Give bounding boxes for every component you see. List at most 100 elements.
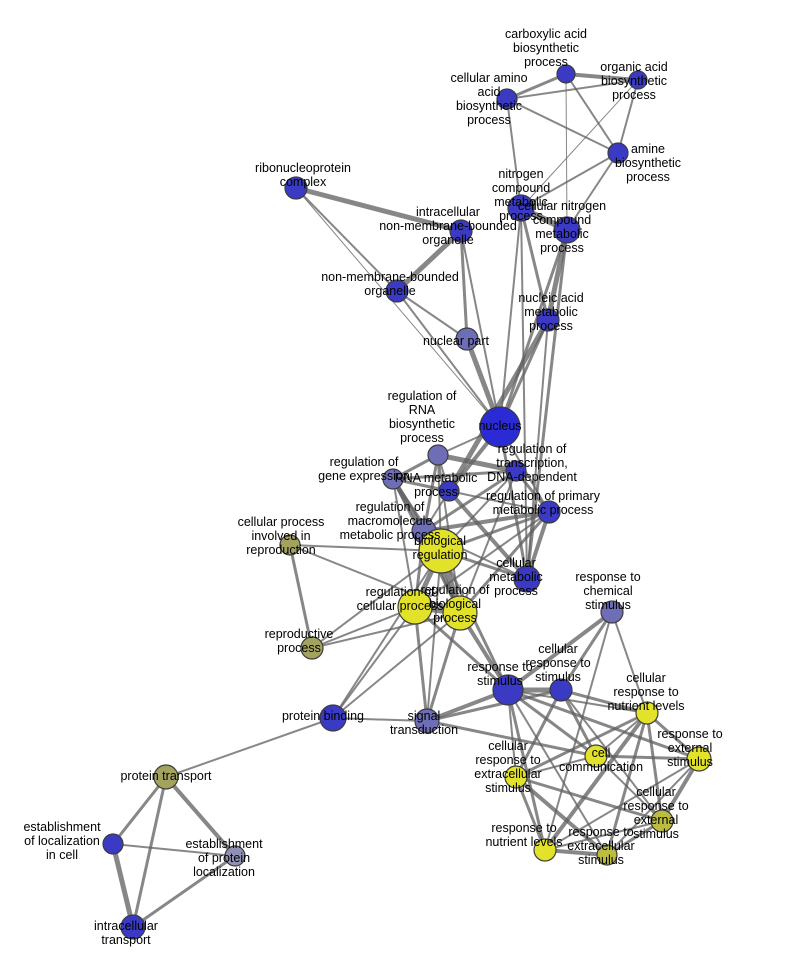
graph-edge-regCell-protBind [332, 606, 416, 719]
graph-node-intraNMB[interactable] [449, 219, 473, 243]
graph-edge-respExt-cellComm [594, 754, 701, 761]
graph-edge-respStim-respChem [506, 610, 614, 692]
graph-edge-respStim-cellRespNutrient [507, 689, 648, 714]
graph-edge-protTrans-intraTrans [131, 775, 168, 929]
graph-edge-carboxylic-amino [505, 72, 568, 101]
graph-edge-regTranscription-regBio [459, 470, 517, 614]
graph-node-respChem[interactable] [600, 600, 624, 624]
graph-edge-amine-cellularN [566, 152, 619, 231]
graph-edge-amine-nitrogen [520, 152, 619, 209]
graph-node-reproProc[interactable] [300, 636, 324, 660]
graph-node-respExt[interactable] [686, 746, 712, 772]
graph-edge-ribo-intraNMB [293, 185, 464, 234]
graph-edge-cellRespNutrient-cellRespExternal [645, 711, 664, 823]
graph-edge-cellRespStim-cellRespExtra [514, 688, 563, 779]
node-layer [102, 64, 712, 940]
graph-edge-bioReg-sigTrans [426, 550, 442, 722]
graph-edge-nitrogen-nucleus [499, 207, 522, 428]
graph-node-cellProcRepro[interactable] [279, 534, 301, 556]
graph-node-regPrimary[interactable] [537, 500, 561, 524]
graph-edge-cellRespExtra-cellRespExternal [514, 775, 664, 823]
graph-node-regGeneExpr[interactable] [382, 468, 404, 490]
graph-node-bioReg[interactable] [418, 528, 464, 574]
graph-edge-cellRespNutrient-cellRespExtra [514, 711, 649, 779]
graph-node-sigTrans[interactable] [414, 708, 440, 734]
graph-edge-cellComm-cellRespExtra [515, 755, 597, 778]
graph-node-cellularN[interactable] [553, 216, 581, 244]
graph-edge-protTrans-estLocCell [111, 775, 168, 846]
graph-node-amine[interactable] [607, 142, 629, 164]
graph-edge-respExt-respExtra [606, 758, 700, 856]
graph-node-regTranscription[interactable] [505, 460, 527, 482]
graph-edge-carboxylic-organic [564, 72, 640, 82]
graph-node-cellRespStim[interactable] [549, 678, 573, 702]
graph-edge-ribo-nucleus [295, 187, 501, 428]
graph-edge-regTranscription-regMacro [422, 469, 518, 533]
graph-node-nucleic[interactable] [536, 308, 560, 332]
graph-edge-regBio-reproProc [311, 612, 461, 649]
graph-node-protTrans[interactable] [153, 764, 179, 790]
graph-edge-organic-nitrogen [520, 79, 639, 209]
graph-edge-respExt-respNutrient [544, 758, 700, 851]
graph-node-respNutrient[interactable] [533, 838, 557, 862]
graph-edge-respStim-respNutrient [506, 688, 547, 852]
graph-edge-intraNMB-nucleus [460, 230, 501, 428]
graph-edge-regTranscription-regGeneExpr [391, 469, 518, 481]
graph-edge-respStim-respExtra [507, 689, 608, 856]
graph-node-carboxylic[interactable] [556, 64, 576, 84]
graph-node-cellComm[interactable] [584, 744, 608, 768]
graph-edge-cellRespExtra-respExtra [514, 775, 609, 857]
graph-edge-cellularN-nucleus [498, 228, 569, 429]
graph-node-cellRespNutrient[interactable] [635, 701, 659, 725]
graph-node-organic[interactable] [628, 70, 648, 90]
graph-node-estProtLoc[interactable] [224, 845, 246, 867]
graph-edge-amino-nitrogen [506, 98, 522, 209]
graph-node-protBind[interactable] [319, 704, 347, 732]
graph-node-estLocCell[interactable] [102, 833, 124, 855]
graph-node-amino[interactable] [496, 88, 518, 110]
graph-node-nuclearPart[interactable] [455, 327, 479, 351]
graph-edge-bioReg-cellProcRepro [289, 544, 442, 552]
graph-edge-intraNMB-NMB [394, 228, 464, 294]
graph-node-respExtra[interactable] [596, 844, 618, 866]
graph-node-regRNAbio[interactable] [427, 444, 449, 466]
graph-edge-bioReg-reproProc [311, 550, 442, 649]
graph-edge-cellProcRepro-reproProc [288, 543, 314, 650]
graph-edge-regRNAbio-regTranscription [435, 452, 519, 474]
graph-edge-nitrogen-nucleic [519, 206, 550, 322]
graph-edge-cellMet-nucleus [498, 425, 529, 581]
graph-edge-cellRespStim-cellComm [559, 688, 598, 758]
graph-node-RNAmet[interactable] [438, 480, 460, 502]
graph-node-intraTrans[interactable] [120, 914, 146, 940]
graph-node-respStim[interactable] [492, 674, 524, 706]
edge-layer [110, 72, 701, 930]
graph-node-nitrogen[interactable] [507, 194, 535, 222]
graph-node-ribo[interactable] [284, 176, 308, 200]
graph-edge-protBind-protTrans [165, 717, 334, 778]
graph-edge-bioReg-protBind [332, 550, 442, 719]
graph-edge-cellRespExtra-respNutrient [514, 775, 547, 852]
graph-edge-carboxylic-cellularN [565, 73, 568, 231]
graph-node-cellRespExternal[interactable] [650, 809, 674, 833]
graph-edge-cellRespExternal-respNutrient [544, 820, 663, 851]
graph-edge-amino-amine [506, 98, 619, 154]
graph-edge-organic-amine [617, 79, 639, 154]
graph-node-regCell[interactable] [397, 589, 433, 625]
graph-node-NMB[interactable] [385, 279, 409, 303]
graph-edge-regPrimary-regMacro [422, 510, 551, 533]
graph-edge-protTrans-estProtLoc [164, 775, 237, 858]
graph-node-cellRespExtra[interactable] [504, 765, 528, 789]
graph-edge-cellRespNutrient-respExtra [605, 711, 649, 857]
graph-node-regBio[interactable] [442, 595, 478, 631]
graph-edge-regBio-protBind [332, 612, 461, 719]
graph-node-nucleus[interactable] [479, 406, 521, 448]
graph-edge-ribo-NMB [295, 187, 398, 292]
graph-edge-intraNMB-nuclearPart [459, 229, 469, 341]
graph-edge-regCell-sigTrans [413, 605, 429, 723]
graph-node-cellMet[interactable] [513, 565, 541, 593]
